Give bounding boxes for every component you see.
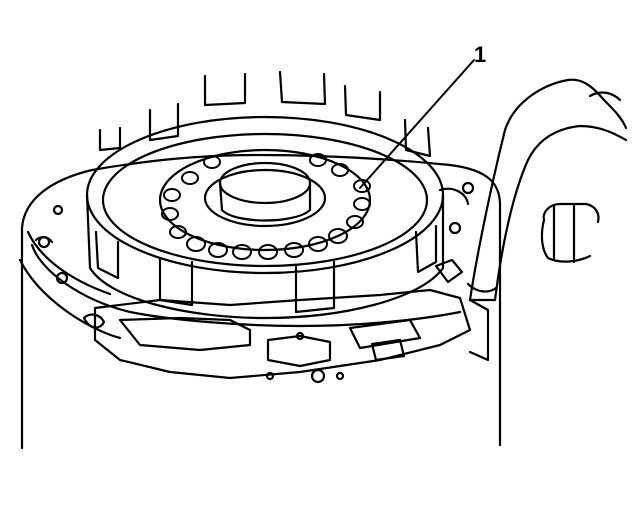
clutch-drum bbox=[85, 70, 445, 320]
case-face-details bbox=[34, 181, 475, 384]
hub-rollers bbox=[161, 153, 371, 260]
callout-number-1: 1 bbox=[474, 42, 487, 67]
hand-with-tool bbox=[466, 78, 628, 302]
transmission-case bbox=[18, 153, 502, 450]
callout-leader-line bbox=[359, 59, 475, 189]
clutch-hub bbox=[158, 148, 372, 260]
